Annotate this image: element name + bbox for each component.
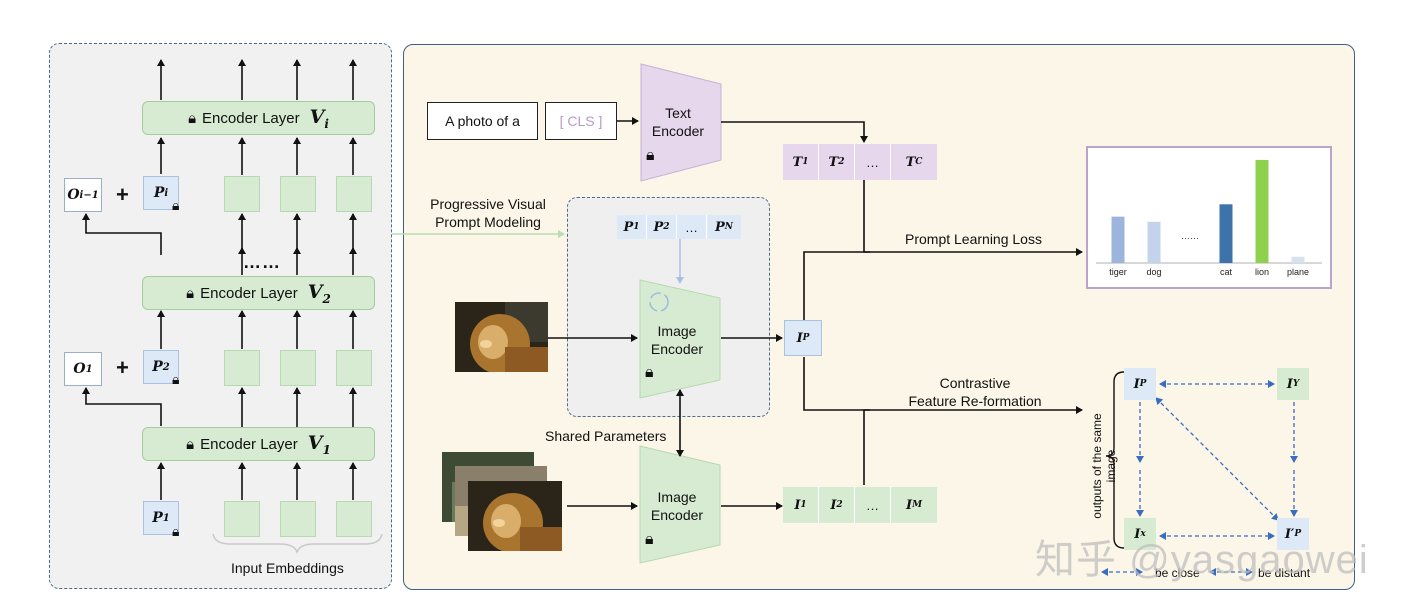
lock-icon: 🔒︎: [172, 197, 180, 213]
lock-icon: 🔒︎: [172, 371, 180, 387]
embedding-box: [224, 350, 260, 386]
lock-icon: 🔒︎: [645, 531, 654, 548]
embedding-box: [336, 501, 372, 537]
embedding-box: [336, 176, 372, 212]
tick-label-cat: cat: [1220, 267, 1233, 277]
encoder-layer-1: 🔒︎ Encoder Layer V1: [142, 427, 375, 461]
encoder-layer-label: Encoder Layer: [202, 109, 300, 127]
text-prompt-box: A photo of a: [427, 102, 538, 140]
watermark-text: 知乎 @yasgaowei: [1035, 538, 1369, 582]
layer-symbol: V1: [307, 431, 331, 457]
input-embeddings-label: Input Embeddings: [231, 560, 344, 576]
lion-picture: [468, 481, 562, 551]
square-node-br: I′P: [1277, 518, 1309, 550]
lock-icon: 🔒︎: [172, 523, 180, 539]
bar-lion: [1255, 160, 1269, 263]
embedding-box: [280, 350, 316, 386]
embedding-box: [280, 176, 316, 212]
encoder-layer-2: 🔒︎ Encoder Layer V2: [142, 276, 375, 310]
prompt-token-cell: …: [677, 215, 707, 239]
bar-tiger: [1111, 216, 1125, 263]
prediction-bar-chart: tiger dog …… cat lion plane: [1086, 146, 1332, 289]
lion-image-front: [468, 481, 562, 551]
tick-label-tiger: tiger: [1109, 267, 1127, 277]
lion-picture: [455, 302, 548, 372]
tick-label-ellipsis: ……: [1181, 231, 1199, 241]
cls-token-box: [ CLS ]: [545, 102, 617, 140]
legend-distant-label: be distant: [1258, 566, 1311, 580]
lock-icon: 🔒︎: [646, 147, 655, 164]
layers-ellipsis: ……: [243, 252, 281, 272]
tick-label-lion: lion: [1255, 267, 1269, 277]
embedding-box: [280, 501, 316, 537]
prompt-learning-loss-label: Prompt Learning Loss: [905, 231, 1042, 247]
embedding-box: [224, 176, 260, 212]
bar-dog: [1147, 221, 1161, 263]
plus-sign: +: [116, 355, 129, 380]
plus-sign: +: [116, 182, 129, 207]
lock-icon: 🔒︎: [188, 109, 197, 127]
lock-icon: 🔒︎: [645, 364, 654, 381]
lock-icon: 🔒︎: [186, 284, 195, 302]
lock-icon: 🔒︎: [186, 435, 195, 453]
outputs-same-image-label: outputs of the same image: [1090, 413, 1118, 519]
layer-symbol: Vi: [309, 105, 329, 131]
tick-label-dog: dog: [1146, 267, 1161, 277]
text-feature-cell: …: [855, 144, 891, 180]
chart-plot: tiger dog …… cat lion plane: [1096, 160, 1322, 277]
embedding-box: [336, 350, 372, 386]
bar-cat: [1219, 204, 1233, 263]
tick-label-plane: plane: [1287, 267, 1309, 277]
shared-parameters-label: Shared Parameters: [545, 428, 667, 444]
encoder-layer-label: Encoder Layer: [200, 284, 298, 302]
encoder-layer-label: Encoder Layer: [200, 435, 298, 453]
embedding-box: [224, 501, 260, 537]
encoder-layer-i: 🔒︎ Encoder Layer Vi: [142, 101, 375, 135]
lion-image: [455, 302, 548, 372]
image-feature-cell: …: [855, 487, 891, 523]
bar-plane: [1291, 256, 1305, 263]
legend-close-label: be close: [1155, 566, 1200, 580]
layer-symbol: V2: [307, 280, 331, 306]
